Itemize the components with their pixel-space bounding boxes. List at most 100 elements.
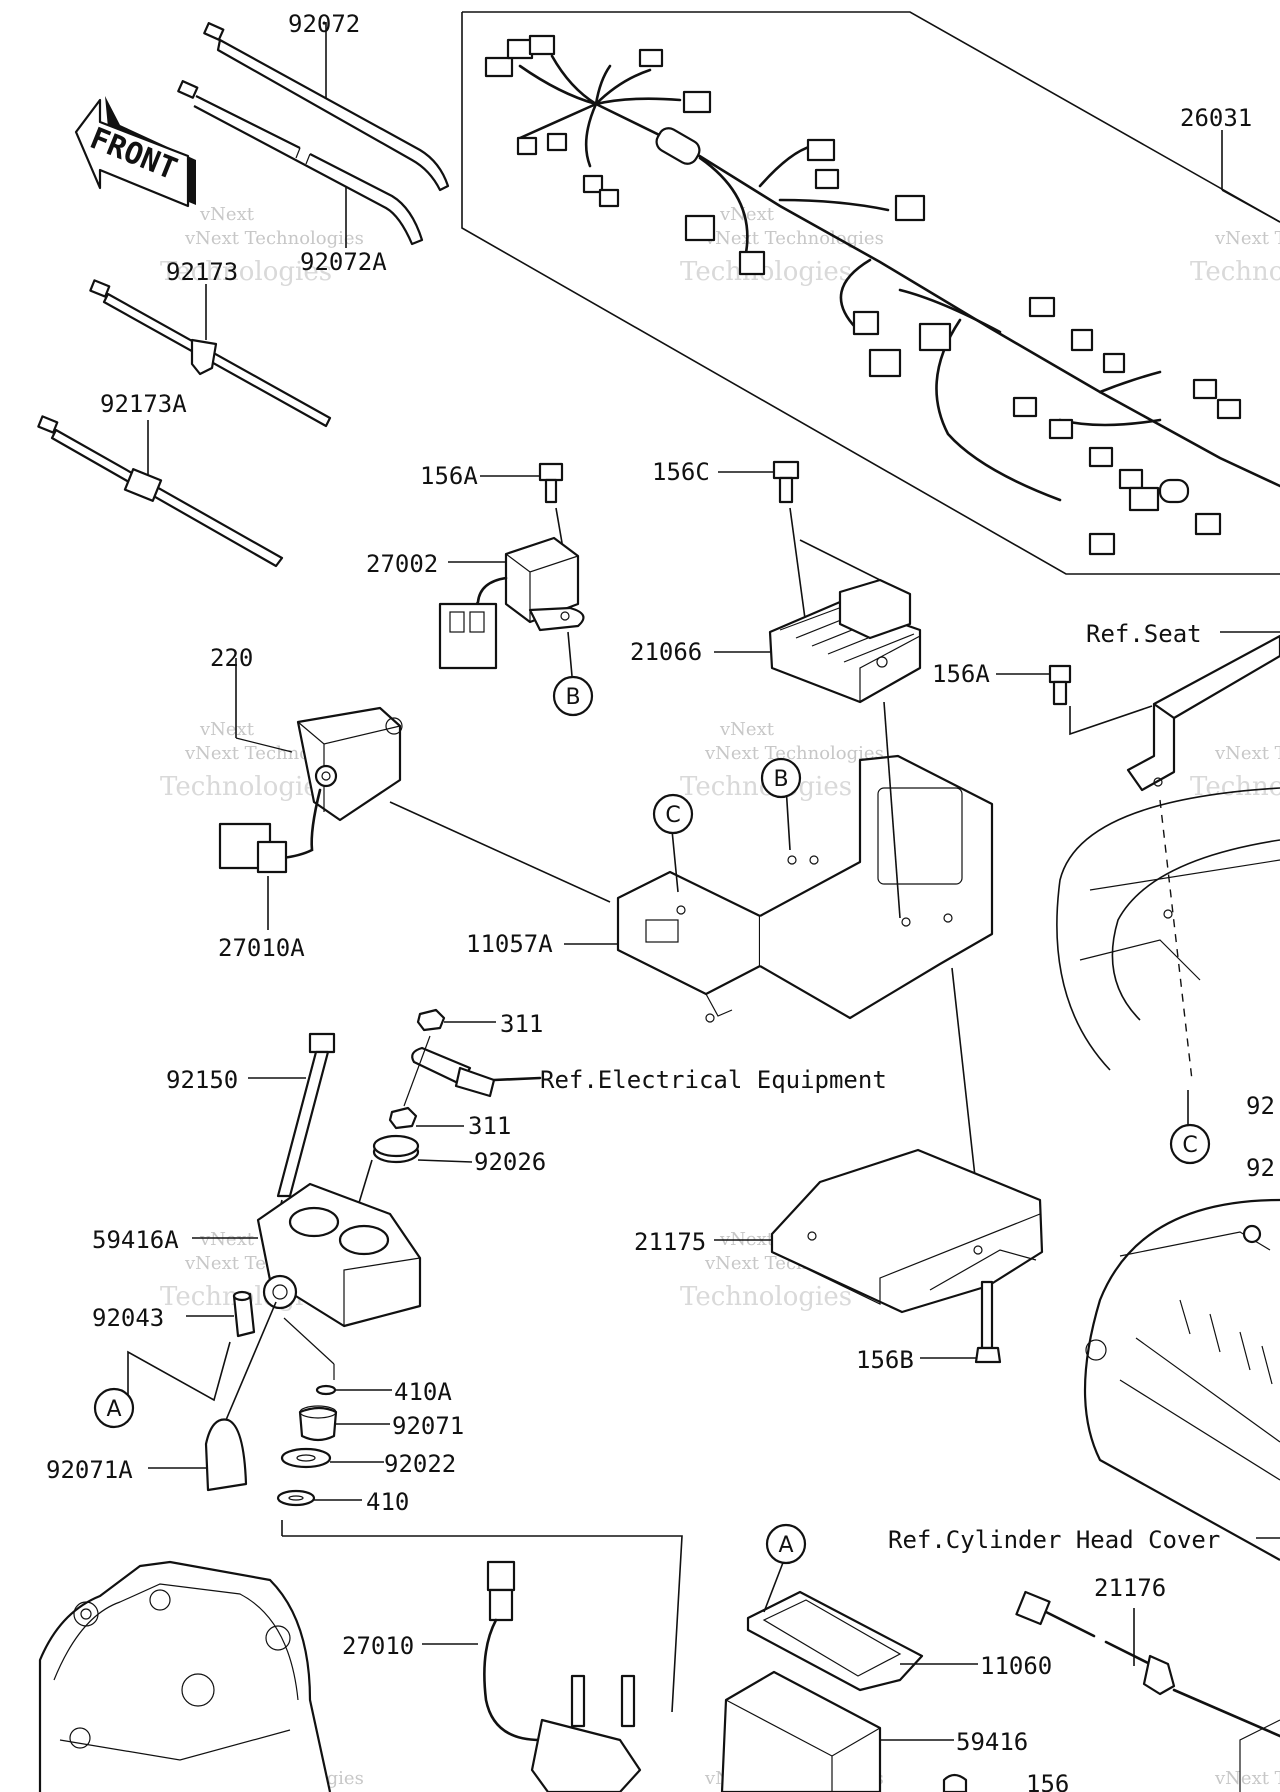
watermark-2: vNext vNext Technologies Technologies xyxy=(680,204,884,287)
svg-text:B: B xyxy=(773,767,788,792)
label-59416a: 59416A xyxy=(92,1226,179,1254)
engine-case-outline xyxy=(38,1560,332,1792)
callout-c-bracket: C xyxy=(652,793,694,835)
cylinder-head-cover-ref xyxy=(1083,1198,1280,1561)
holder-59416 xyxy=(720,1670,954,1792)
bolt-156-bottom xyxy=(942,1773,968,1792)
nut-311-top xyxy=(416,1008,496,1032)
washer-410 xyxy=(276,1489,362,1536)
terminal-lead xyxy=(411,1046,542,1098)
label-27010: 27010 xyxy=(342,1632,414,1660)
svg-text:C: C xyxy=(1182,1133,1197,1158)
label-92-cut-b: 92 xyxy=(1246,1154,1275,1182)
cable-tie-92072 xyxy=(203,22,450,192)
label-92150: 92150 xyxy=(166,1066,238,1094)
label-92072a: 92072A xyxy=(300,248,387,276)
label-156a-right: 156A xyxy=(932,660,990,688)
starter-relay-27010a xyxy=(218,658,611,930)
bracket-11057a xyxy=(564,701,994,1241)
label-156-cut: 156 xyxy=(1026,1770,1069,1792)
label-26031: 26031 xyxy=(1180,104,1252,132)
label-92071a: 92071A xyxy=(46,1456,133,1484)
front-direction-arrow: FRONT xyxy=(74,96,196,208)
svg-text:vNext: vNext xyxy=(199,719,255,740)
label-156b: 156B xyxy=(856,1346,914,1374)
svg-text:vNext: vNext xyxy=(719,204,775,225)
cable-tie-92173 xyxy=(89,279,332,428)
svg-text:C: C xyxy=(665,803,680,828)
starter-relay-27010 xyxy=(282,1535,683,1792)
svg-text:vNext: vNext xyxy=(719,719,775,740)
svg-text:vNext Technologies: vNext Technologies xyxy=(1214,743,1280,764)
grommet-92071 xyxy=(298,1405,390,1442)
cable-tie-92072a xyxy=(177,80,424,248)
callout-c-seat: C xyxy=(1169,1123,1211,1165)
svg-text:vNext Technologies: vNext Technologies xyxy=(704,228,884,249)
seat-reference-area xyxy=(1056,631,1280,1128)
cable-tie-92173a xyxy=(37,415,284,568)
regulator-rectifier-21066 xyxy=(714,578,922,704)
svg-text:Technologies: Technologies xyxy=(1190,257,1280,287)
bolt-156c xyxy=(718,460,881,627)
watermark-1: vNext vNext Technologies Technologies xyxy=(160,204,364,287)
label-92043: 92043 xyxy=(92,1304,164,1332)
holder-59416a xyxy=(192,1182,422,1380)
svg-text:vNext Technologies: vNext Technologies xyxy=(1214,228,1280,249)
callout-a-gasket: A xyxy=(765,1523,807,1565)
gasket-11060 xyxy=(746,1559,978,1692)
label-21066: 21066 xyxy=(630,638,702,666)
label-21176: 21176 xyxy=(1094,1574,1166,1602)
oring-410a xyxy=(315,1384,392,1396)
svg-text:Technologies: Technologies xyxy=(160,772,332,802)
callout-b-relay: B xyxy=(552,675,594,717)
label-92026: 92026 xyxy=(474,1148,546,1176)
callout-a-spacer: A xyxy=(93,1387,135,1429)
label-92022: 92022 xyxy=(384,1450,456,1478)
spacer-92043 xyxy=(127,1290,256,1408)
label-11057a: 11057A xyxy=(466,930,553,958)
washer-92022 xyxy=(280,1447,384,1469)
bolt-156a-right xyxy=(996,664,1153,736)
watermark-3: vNext Technologies Technologies xyxy=(1190,228,1280,287)
bolt-156b xyxy=(920,1280,1002,1364)
label-410a: 410A xyxy=(394,1378,452,1406)
sensor-21176 xyxy=(1015,1590,1280,1792)
label-27010a: 27010A xyxy=(218,934,305,962)
svg-text:vNext: vNext xyxy=(199,1229,255,1250)
ecu-21175 xyxy=(714,1148,1044,1314)
svg-text:Technologies: Technologies xyxy=(680,1282,852,1312)
label-92173: 92173 xyxy=(166,258,238,286)
wire-harness-26031 xyxy=(461,11,1280,575)
label-59416: 59416 xyxy=(956,1728,1028,1756)
svg-text:Technologies: Technologies xyxy=(160,257,332,287)
label-ref-cylinder-head-cover: Ref.Cylinder Head Cover xyxy=(888,1526,1220,1554)
label-410: 410 xyxy=(366,1488,409,1516)
label-156a-top: 156A xyxy=(420,462,478,490)
label-220: 220 xyxy=(210,644,253,672)
label-27002: 27002 xyxy=(366,550,438,578)
part-labels: 92072 92072A 92173 92173A 26031 156A 156… xyxy=(46,10,1275,1792)
label-92-cut-a: 92 xyxy=(1246,1092,1275,1120)
relay-27002 xyxy=(438,536,585,677)
svg-text:Technologies: Technologies xyxy=(680,257,852,287)
svg-text:vNext Technologies: vNext Technologies xyxy=(1214,1768,1280,1789)
cap-92071a xyxy=(148,1301,277,1492)
bolt-92150 xyxy=(248,1032,336,1241)
watermark-6: vNext Technologies Technologies xyxy=(1190,743,1280,802)
label-ref-electrical-equipment: Ref.Electrical Equipment xyxy=(540,1066,887,1094)
label-311-bottom: 311 xyxy=(468,1112,511,1140)
grommet-92026 xyxy=(351,1134,473,1227)
callout-b-bracket: B xyxy=(760,757,802,799)
label-92072: 92072 xyxy=(288,10,360,38)
label-ref-seat: Ref.Seat xyxy=(1086,620,1202,648)
svg-text:vNext Technologies: vNext Technologies xyxy=(704,743,884,764)
label-156c: 156C xyxy=(652,458,710,486)
label-21175: 21175 xyxy=(634,1228,706,1256)
nut-311-bottom xyxy=(388,1035,464,1130)
svg-text:A: A xyxy=(778,1533,793,1558)
label-92173a: 92173A xyxy=(100,390,187,418)
label-92071: 92071 xyxy=(392,1412,464,1440)
svg-text:A: A xyxy=(106,1397,121,1422)
